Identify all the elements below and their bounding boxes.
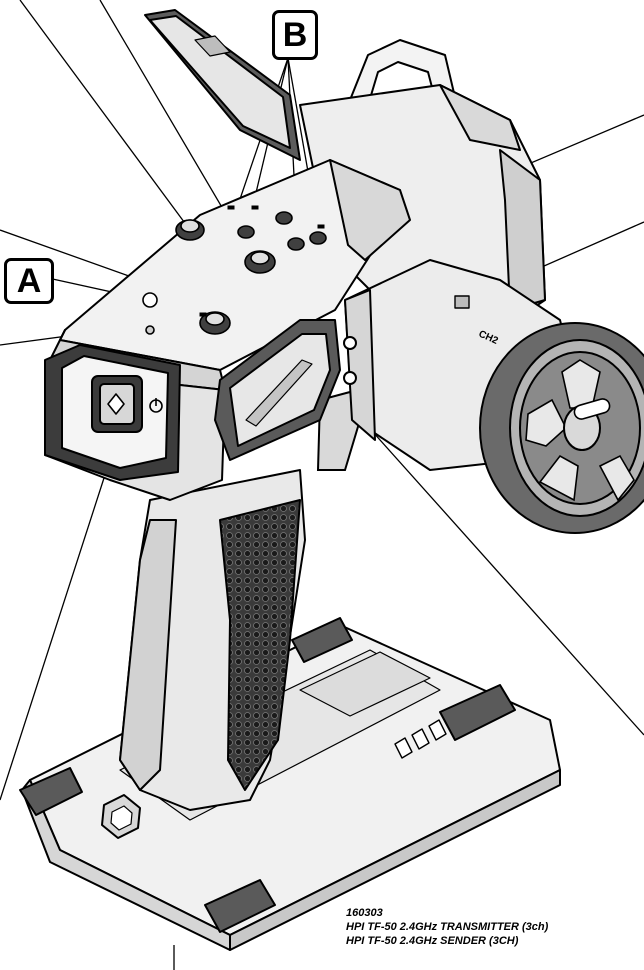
trim-knob-2 xyxy=(275,211,293,225)
knob-marks xyxy=(199,205,325,317)
callout-label-a: A xyxy=(4,258,54,304)
base-foot-front-right xyxy=(204,879,276,933)
mount-screw-2 xyxy=(343,371,357,385)
button-glyph-icon xyxy=(107,393,125,415)
handle xyxy=(101,469,306,839)
trim-knob-1 xyxy=(237,225,255,239)
trim-knob-3 xyxy=(287,237,305,251)
callout-label-b: B xyxy=(272,10,318,60)
leader-line-1 xyxy=(19,0,191,231)
mount-screw-1 xyxy=(343,336,357,350)
top-controls xyxy=(142,211,327,335)
base-foot-back-right xyxy=(439,684,516,741)
trim-knob-4 xyxy=(309,231,327,245)
caption-line-en: HPI TF-50 2.4GHz TRANSMITTER (3ch) xyxy=(346,921,549,933)
leader-line-8 xyxy=(354,411,644,736)
knob-2 xyxy=(244,250,276,274)
flip-lid xyxy=(144,9,301,161)
caption-code: 160303 xyxy=(346,907,383,919)
wheel-spokes xyxy=(525,359,635,502)
throttle-trigger xyxy=(316,390,362,471)
base-foot-back-left xyxy=(291,617,353,663)
caption-line-de: HPI TF-50 2.4GHz SENDER (3CH) xyxy=(346,935,519,947)
leader-line-9 xyxy=(0,477,105,801)
steering-wheel xyxy=(479,322,644,534)
knob-1 xyxy=(175,219,205,241)
grip-texture xyxy=(219,499,301,791)
front-panel xyxy=(44,344,181,481)
button-a xyxy=(142,292,158,308)
base-foot-front-left xyxy=(19,767,83,816)
led-indicator xyxy=(145,325,155,335)
base-slots xyxy=(394,719,447,759)
base-stand xyxy=(19,617,561,951)
caption: 160303 HPI TF-50 2.4GHz TRANSMITTER (3ch… xyxy=(346,906,548,948)
side-panel xyxy=(214,319,341,461)
knob-3 xyxy=(199,311,231,335)
